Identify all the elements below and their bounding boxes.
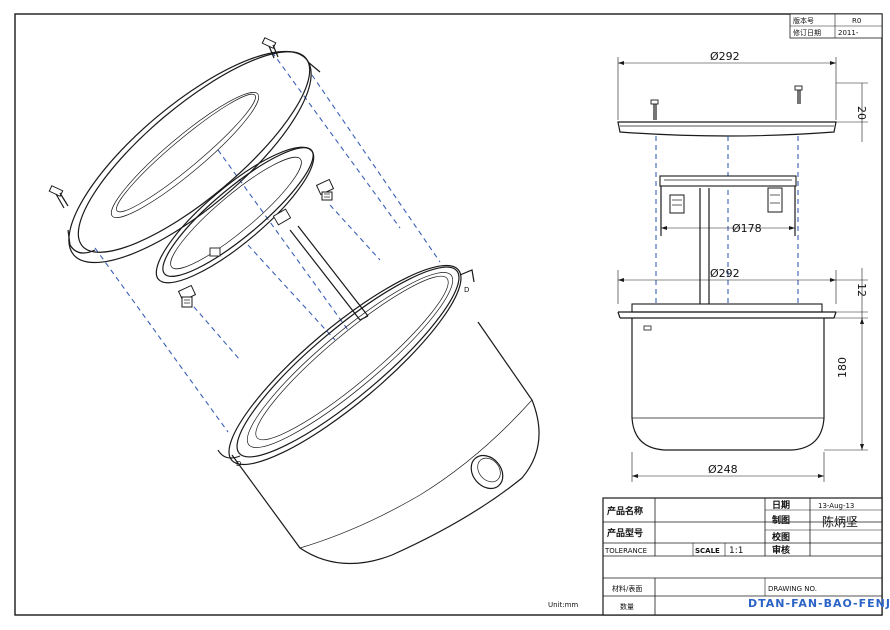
clip-top <box>315 178 335 201</box>
rim-dimension: Ø292 12 <box>617 267 868 322</box>
clip-bottom <box>177 284 197 308</box>
date-value: 13-Aug-13 <box>818 502 854 510</box>
dim-body-height: 180 <box>836 357 849 378</box>
lid-side-view: Ø292 20 <box>617 50 868 142</box>
shaft-side-view <box>699 188 710 304</box>
revision-date-label: 修订日期 <box>793 28 821 37</box>
dim-top-diameter: Ø292 <box>710 50 740 63</box>
product-model-label: 产品型号 <box>607 527 643 539</box>
svg-text:D: D <box>464 286 469 294</box>
orthographic-view: Ø292 20 <box>617 50 868 482</box>
revision-value: R0 <box>852 17 861 25</box>
drawn-label: 制图 <box>772 514 790 526</box>
dim-rim-diameter: Ø292 <box>710 267 740 280</box>
product-name-label: 产品名称 <box>607 505 643 517</box>
svg-text:D: D <box>236 460 241 468</box>
sheet-border <box>14 13 883 616</box>
revision-label: 版本号 <box>793 16 814 25</box>
review-label: 审核 <box>772 544 790 556</box>
drawn-value: 陈炳坚 <box>822 514 858 529</box>
drawing-no-label: DRAWING NO. <box>768 585 817 593</box>
screw-right <box>261 37 279 59</box>
dim-rim-height: 12 <box>855 283 868 297</box>
exploded-view: D D <box>48 37 540 565</box>
screw-left <box>48 185 69 209</box>
revision-table: 版本号 R0 修订日期 2011- <box>789 13 883 39</box>
inner-plate <box>155 146 315 284</box>
body-side-view: 180 Ø248 <box>617 303 868 482</box>
tolerance-label: TOLERANCE <box>604 547 647 555</box>
scale-value: 1:1 <box>729 546 743 556</box>
material-label: 材料/表面 <box>612 584 642 593</box>
check-label: 校图 <box>772 531 790 543</box>
date-label: 日期 <box>772 499 790 511</box>
top-lid <box>67 50 321 264</box>
dim-top-height: 20 <box>855 106 868 120</box>
drawing-no-value: DTAN-FAN-BAO-FENJIE <box>748 597 890 610</box>
shaft <box>289 225 369 321</box>
dim-inner-diameter: Ø178 <box>732 222 762 235</box>
dim-body-diameter: Ø248 <box>708 463 738 476</box>
main-body: D D <box>217 264 540 565</box>
unit-label: Unit:mm <box>548 601 578 609</box>
plate-side-view: Ø178 <box>659 175 797 236</box>
scale-label: SCALE <box>695 547 720 555</box>
qty-label: 数量 <box>620 602 634 611</box>
revision-date-value: 2011- <box>838 29 859 37</box>
title-block: 产品名称 产品型号 TOLERANCE SCALE 1:1 日期 13-Aug-… <box>602 497 890 616</box>
